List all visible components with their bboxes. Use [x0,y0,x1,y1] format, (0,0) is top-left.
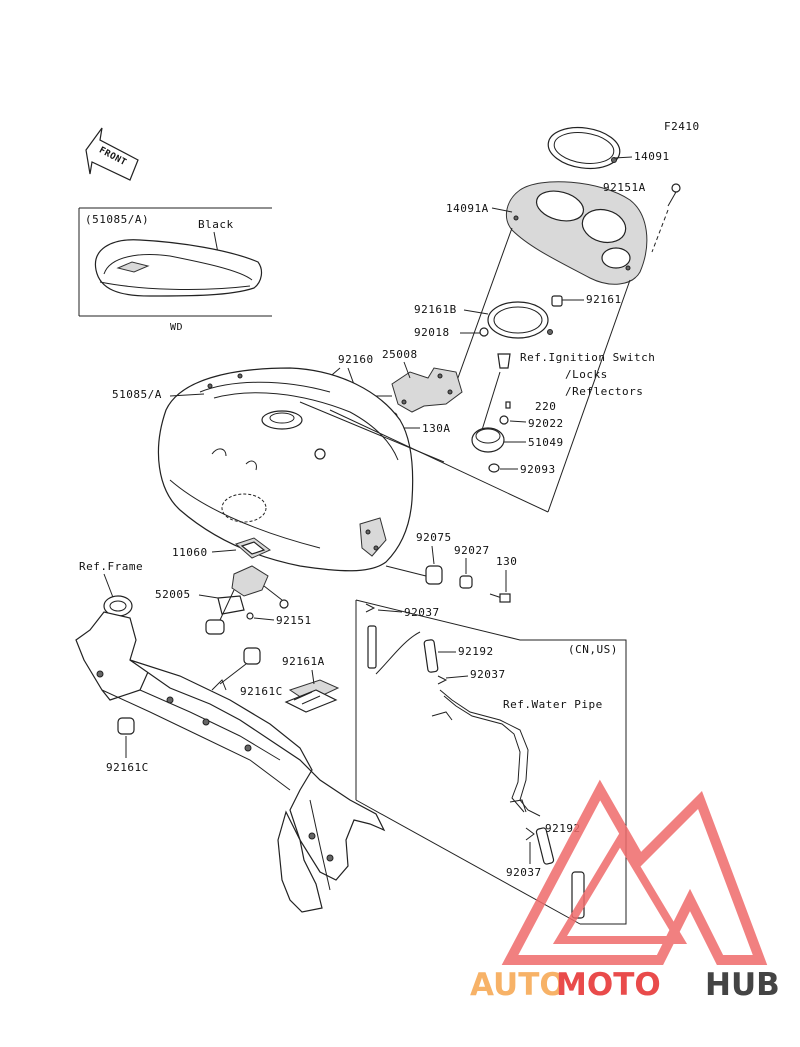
watermark-logo-icon [501,779,768,965]
label-92027: 92027 [454,544,490,557]
nut-92018-icon [479,327,489,337]
watermark-text: AUTO MOTO HUB [470,967,780,1003]
label-52005: 52005 [155,588,191,601]
label-14091A: 14091A [446,202,489,215]
label-11060: 11060 [172,546,208,559]
watermark-part2: MOTO [556,967,661,1003]
bolt-130-icon [489,593,511,603]
inset-part-ref: (51085/A) [85,213,149,226]
label-92022: 92022 [528,417,564,430]
frame-icon [75,595,386,913]
fuel-tank-51085A-icon [157,367,414,572]
label-130: 130 [496,555,517,568]
water-pipe-icon [431,689,541,817]
label-92161C-upper: 92161C [240,685,283,698]
cap-51049-icon [471,427,505,453]
label-92018: 92018 [414,326,450,339]
rubber-92161C-lower-icon [117,717,135,735]
label-92161: 92161 [586,293,622,306]
inset-model-code: WD [170,322,183,333]
cn-us-label: (CN,US) [568,643,618,656]
label-92037c: 92037 [506,866,542,879]
label-92151: 92151 [276,614,312,627]
label-92192a: 92192 [458,645,494,658]
label-14091: 14091 [634,150,670,163]
inset-box: (51085/A) Black WD [78,207,272,333]
bolt-220-icon [505,401,511,409]
ref-water-pipe-label: Ref.Water Pipe [503,698,603,711]
collar-92027-icon [459,575,473,589]
ref-ignition-line2: /Locks [565,368,608,381]
ignition-plug-icon [497,353,511,369]
figure-code: F2410 [664,120,700,133]
label-51049: 51049 [528,436,564,449]
meter-gasket-92161B-icon [487,301,553,339]
ref-ignition-line3: /Reflectors [565,385,643,398]
label-92192b: 92192 [545,822,581,835]
fuel-pump-52005-icon [205,565,289,635]
label-92075: 92075 [416,531,452,544]
inset-tank-icon [94,239,263,297]
clip-92037b-icon [437,675,448,685]
rubber-92161C-upper-icon [211,647,261,691]
screw-92151A-icon [667,183,681,207]
clip-92037c-icon [525,827,535,841]
label-220: 220 [535,400,556,413]
hose-92192a-icon [367,625,439,675]
label-92093: 92093 [520,463,556,476]
label-25008: 25008 [382,348,418,361]
screw-92151-icon [246,612,254,620]
label-92151A: 92151A [603,181,646,194]
watermark-part3: HUB [705,967,780,1003]
gasket-11060-icon [235,537,271,559]
label-92160: 92160 [338,353,374,366]
label-92161C-lower: 92161C [106,761,149,774]
front-arrow-icon: FRONT [85,127,139,181]
label-92161A: 92161A [282,655,325,668]
washer-92022-icon [499,415,509,425]
label-130A: 130A [422,422,451,435]
inset-color-label: Black [198,218,234,231]
clip-92037a-icon [365,603,376,613]
damper-92075-icon [425,565,443,585]
grommet-92161-icon [551,295,563,307]
label-92037a: 92037 [404,606,440,619]
ref-frame-label: Ref.Frame [79,560,143,573]
label-92161B: 92161B [414,303,457,316]
watermark-part1: AUTO [470,967,566,1003]
ref-ignition-line1: Ref.Ignition Switch [520,351,655,364]
grommet-92093-icon [488,463,500,473]
meter-cover-14091A-icon [505,181,648,285]
label-51085A: 51085/A [112,388,162,401]
bracket-25008-icon [391,367,463,413]
label-92037b: 92037 [470,668,506,681]
rubber-92161A-icon [284,679,340,713]
meter-gasket-14091-icon [547,126,621,170]
